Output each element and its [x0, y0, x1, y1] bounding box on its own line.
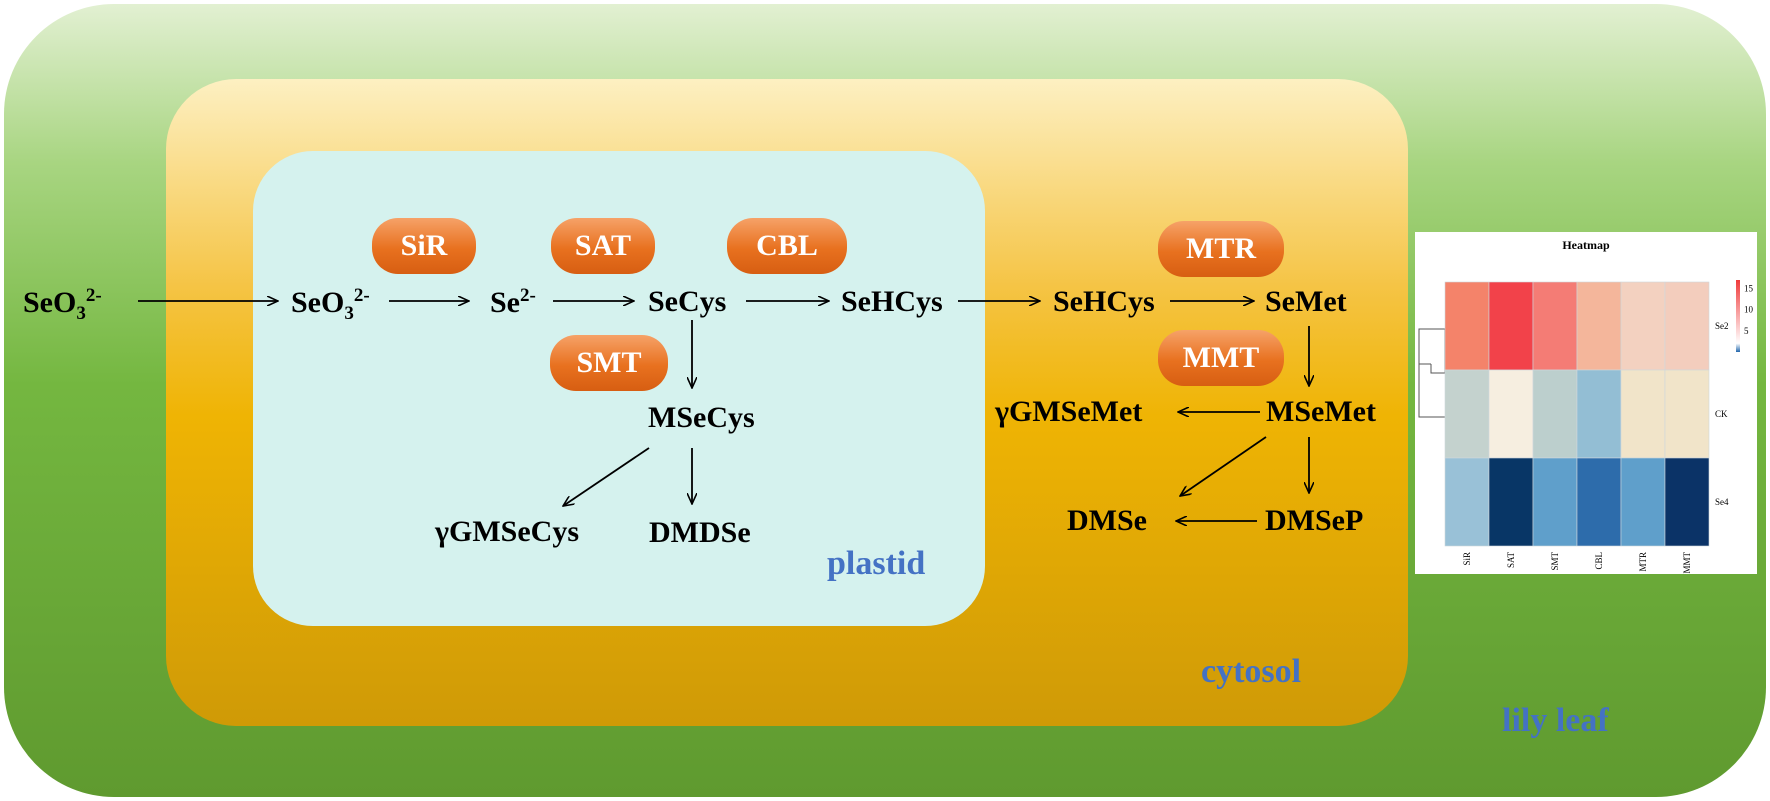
lily-leaf-label: lily leaf [1502, 702, 1609, 739]
heatmap-cell-se2-smt [1532, 281, 1578, 371]
heatmap-cells [1444, 281, 1710, 547]
heatmap-legend: 15 10 5 [1736, 280, 1754, 352]
heatmap-row-label: Se2 [1715, 321, 1729, 331]
metabolite-msecys: MSeCys [648, 401, 755, 434]
heatmap-cell-se4-mtr [1620, 457, 1666, 547]
heatmap-column-label: MMT [1682, 552, 1692, 574]
heatmap-column-label: CBL [1594, 552, 1604, 570]
heatmap-cell-se2-sir [1444, 281, 1490, 371]
enzyme-sat-badge: SAT [551, 218, 655, 274]
heatmap-cell-se4-sat [1488, 457, 1534, 547]
metabolite-dmdse: DMDSe [649, 516, 751, 549]
heatmap-cell-ck-sir [1444, 369, 1490, 459]
metabolite-se: Se2- [490, 285, 536, 319]
metabolite-seo3-plastid: SeO32- [291, 285, 370, 324]
metabolite-msemet: MSeMet [1266, 395, 1376, 428]
metabolite-seo3-outside: SeO32- [23, 285, 102, 324]
arrow-msemet-to-dmse [1180, 436, 1267, 496]
heatmap-column-labels: SiR SAT SMT CBL MTR MMT [1462, 552, 1692, 574]
cytosol-label: cytosol [1201, 653, 1302, 690]
enzyme-smt-badge: SMT [550, 335, 668, 391]
row-dendrogram [1418, 328, 1446, 418]
heatmap-cell-se4-mmt [1664, 457, 1710, 547]
enzyme-mmt-badge: MMT [1158, 330, 1284, 386]
metabolite-dmsep: DMSeP [1265, 504, 1364, 537]
metabolite-gmsemet: γGMSeMet [995, 395, 1143, 428]
metabolite-sehcys-cytosol: SeHCys [1053, 285, 1155, 318]
heatmap-cell-se2-sat [1488, 281, 1534, 371]
metabolite-sehcys-plastid: SeHCys [841, 285, 943, 318]
heatmap-cell-se2-mmt [1664, 281, 1710, 371]
plastid-label: plastid [827, 545, 926, 582]
heatmap-legend-tick: 10 [1744, 305, 1754, 315]
arrow-msecys-to-gmsecys [563, 447, 650, 506]
metabolite-semet: SeMet [1265, 285, 1347, 318]
heatmap-legend-tick: 15 [1744, 283, 1754, 293]
heatmap-column-label: SMT [1550, 552, 1560, 571]
heatmap-cell-ck-mmt [1664, 369, 1710, 459]
enzyme-cbl-badge: CBL [727, 218, 847, 274]
heatmap-cell-ck-sat [1488, 369, 1534, 459]
heatmap-legend-bar [1736, 280, 1740, 352]
heatmap-row-label: Se4 [1715, 497, 1729, 507]
heatmap-cell-se4-cbl [1576, 457, 1622, 547]
heatmap-title: Heatmap [1562, 238, 1610, 252]
heatmap-legend-tick: 5 [1744, 326, 1749, 336]
heatmap-row-label: CK [1715, 409, 1728, 419]
metabolite-secys: SeCys [648, 285, 727, 318]
heatmap-cell-se2-mtr [1620, 281, 1666, 371]
heatmap-cell-ck-mtr [1620, 369, 1666, 459]
heatmap-cell-se4-smt [1532, 457, 1578, 547]
metabolite-gmsecys: γGMSeCys [435, 515, 580, 548]
heatmap-column-label: SAT [1506, 552, 1516, 569]
heatmap-cell-ck-cbl [1576, 369, 1622, 459]
metabolite-dmse: DMSe [1067, 504, 1147, 537]
enzyme-sir-badge: SiR [372, 218, 476, 274]
heatmap-cell-ck-smt [1532, 369, 1578, 459]
heatmap-column-label: SiR [1462, 552, 1472, 566]
enzyme-mtr-badge: MTR [1158, 221, 1284, 277]
heatmap-column-label: MTR [1638, 552, 1648, 572]
heatmap-cell-se2-cbl [1576, 281, 1622, 371]
heatmap-cell-se4-sir [1444, 457, 1490, 547]
